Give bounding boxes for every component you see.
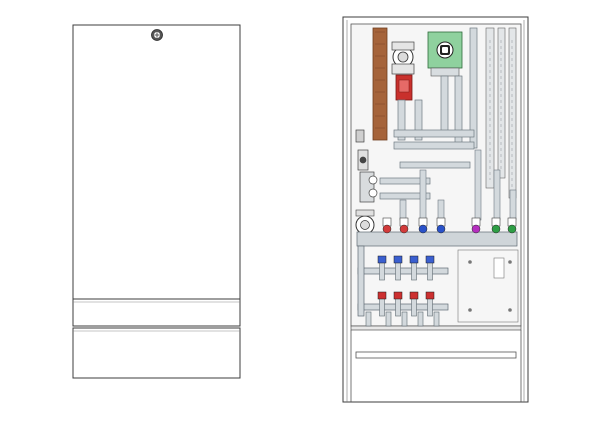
zone-valve <box>399 217 409 234</box>
wood-grain-lines <box>375 31 385 129</box>
base-crossbar <box>355 351 517 359</box>
manifold-supply-bar <box>357 267 449 275</box>
manifold-supply-port <box>425 255 435 281</box>
heat-exchanger-module <box>427 31 463 77</box>
manifold-supply-port <box>377 255 387 281</box>
cabinet-door-upper <box>72 24 241 300</box>
wooden-mounting-strip <box>372 27 388 141</box>
vertical-pipes <box>397 27 478 149</box>
secondary-pump <box>355 209 375 235</box>
manufacturer-logo-icon <box>151 29 163 41</box>
horizontal-pipes <box>379 129 475 200</box>
zone-valve <box>491 217 501 234</box>
bottom-pipe-stubs <box>365 311 440 327</box>
valve-drop-pipes <box>399 149 517 221</box>
manifold-supply-port <box>409 255 419 281</box>
manifold-return-bar <box>357 303 449 311</box>
zone-valve <box>507 217 517 234</box>
base-rail-top <box>350 325 522 331</box>
zone-valve <box>418 217 428 234</box>
manifold-group <box>357 245 449 317</box>
open-cabinet-internal-view <box>342 16 529 403</box>
zone-valve <box>382 217 392 234</box>
manifold-supply-ports <box>377 255 435 281</box>
manifold-supply-port <box>393 255 403 281</box>
manifold-return-ports <box>377 291 435 317</box>
zone-valve <box>436 217 446 234</box>
zone-valve <box>471 217 481 234</box>
manifold-return-port <box>377 291 387 317</box>
circulation-pump-icon <box>391 41 415 75</box>
back-panel-details <box>457 249 519 323</box>
manifold-return-port <box>393 291 403 317</box>
manifold-left-riser <box>357 245 365 317</box>
manifold-return-port <box>409 291 419 317</box>
cabinet-lower-strip <box>72 298 241 327</box>
cabinet-bottom-cover <box>72 327 241 379</box>
closed-cabinet-front-view <box>72 24 241 379</box>
left-gauge-group <box>355 129 378 203</box>
valve-distribution-bar <box>356 231 518 247</box>
circulation-pump-red <box>395 74 413 101</box>
manifold-return-port <box>425 291 435 317</box>
valve-row <box>382 217 517 234</box>
right-mounting-rails <box>485 27 517 199</box>
